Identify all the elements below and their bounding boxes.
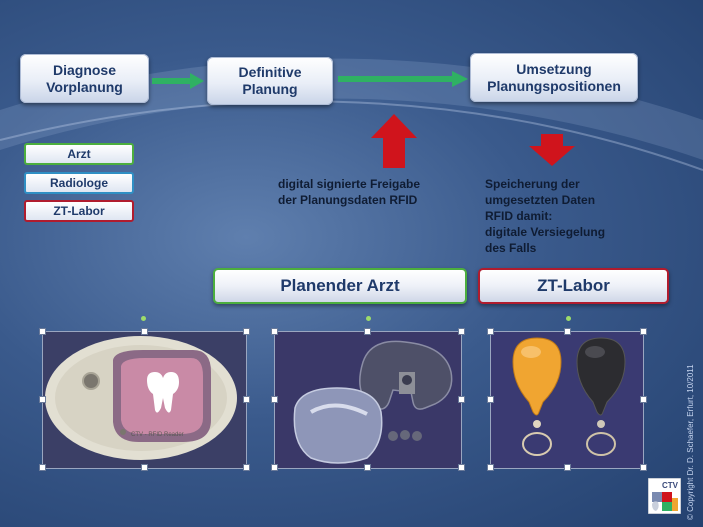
- logo-text: CTV: [662, 481, 679, 490]
- header-planender-arzt: Planender Arzt: [213, 268, 467, 304]
- flow-step-umsetzung-line1: Umsetzung: [516, 60, 592, 77]
- rotation-handle[interactable]: [366, 316, 371, 321]
- flow-arrow-2: [338, 71, 468, 87]
- approval-note-line1: digital signierte Freigabe: [278, 177, 421, 191]
- storage-note-line3: RFID damit:: [485, 209, 553, 223]
- legend-radiologe: Radiologe: [24, 172, 134, 194]
- legend-zt-labor: ZT-Labor: [24, 200, 134, 222]
- resize-handle[interactable]: [141, 328, 148, 335]
- flow-step-diagnose-line2: Vorplanung: [46, 78, 123, 95]
- resize-handle[interactable]: [487, 328, 494, 335]
- copyright-credit: © Copyright Dr. D. Schaefer, Erfurt, 10/…: [686, 364, 695, 520]
- rfid-reader-illustration: CTV - RFID Reader: [45, 336, 237, 460]
- approval-note-line2: der Planungsdaten RFID: [278, 193, 418, 207]
- red-up-arrow-icon: [371, 114, 417, 168]
- rotation-handle[interactable]: [566, 316, 571, 321]
- resize-handle[interactable]: [39, 396, 46, 403]
- storage-note-line5: des Falls: [485, 241, 537, 255]
- resize-handle[interactable]: [271, 464, 278, 471]
- resize-handle[interactable]: [364, 464, 371, 471]
- resize-handle[interactable]: [487, 464, 494, 471]
- storage-note-line1: Speicherung der: [485, 177, 580, 191]
- resize-handle[interactable]: [564, 464, 571, 471]
- photo-impression-trays: [274, 331, 462, 469]
- flow-step-diagnose: Diagnose Vorplanung: [20, 54, 149, 103]
- resize-handle[interactable]: [487, 396, 494, 403]
- rotation-handle[interactable]: [141, 316, 146, 321]
- resize-handle[interactable]: [640, 328, 647, 335]
- red-down-arrow-icon: [529, 134, 575, 166]
- header-zt-labor: ZT-Labor: [478, 268, 669, 304]
- flow-step-umsetzung: Umsetzung Planungspositionen: [470, 53, 638, 102]
- photo-rfid-tags: [490, 331, 644, 469]
- storage-note: Speicherung der umgesetzten Daten RFID d…: [485, 176, 605, 256]
- resize-handle[interactable]: [458, 396, 465, 403]
- resize-handle[interactable]: [243, 328, 250, 335]
- flow-step-planung: Definitive Planung: [207, 57, 333, 105]
- flow-step-planung-line2: Planung: [242, 81, 298, 97]
- resize-handle[interactable]: [458, 328, 465, 335]
- approval-note: digital signierte Freigabe der Planungsd…: [278, 176, 420, 208]
- resize-handle[interactable]: [39, 464, 46, 471]
- resize-handle[interactable]: [271, 328, 278, 335]
- resize-handle[interactable]: [39, 328, 46, 335]
- storage-note-line2: umgesetzten Daten: [485, 193, 596, 207]
- resize-handle[interactable]: [243, 464, 250, 471]
- reader-label: CTV - RFID Reader: [131, 432, 184, 438]
- resize-handle[interactable]: [564, 328, 571, 335]
- resize-handle[interactable]: [640, 464, 647, 471]
- photo-rfid-reader: CTV - RFID Reader: [42, 331, 247, 469]
- ctv-logo-icon: CTV: [648, 478, 681, 514]
- flow-arrow-1: [152, 73, 204, 89]
- resize-handle[interactable]: [364, 328, 371, 335]
- resize-handle[interactable]: [243, 396, 250, 403]
- storage-note-line4: digitale Versiegelung: [485, 225, 606, 239]
- flow-step-planung-line1: Definitive: [238, 64, 302, 80]
- flow-step-umsetzung-line2: Planungspositionen: [487, 77, 621, 94]
- resize-handle[interactable]: [640, 396, 647, 403]
- rfid-tags-illustration: [512, 337, 626, 456]
- impression-trays-illustration: [293, 340, 453, 464]
- legend-arzt: Arzt: [24, 143, 134, 165]
- flow-step-diagnose-line1: Diagnose: [52, 61, 116, 78]
- resize-handle[interactable]: [271, 396, 278, 403]
- resize-handle[interactable]: [458, 464, 465, 471]
- resize-handle[interactable]: [141, 464, 148, 471]
